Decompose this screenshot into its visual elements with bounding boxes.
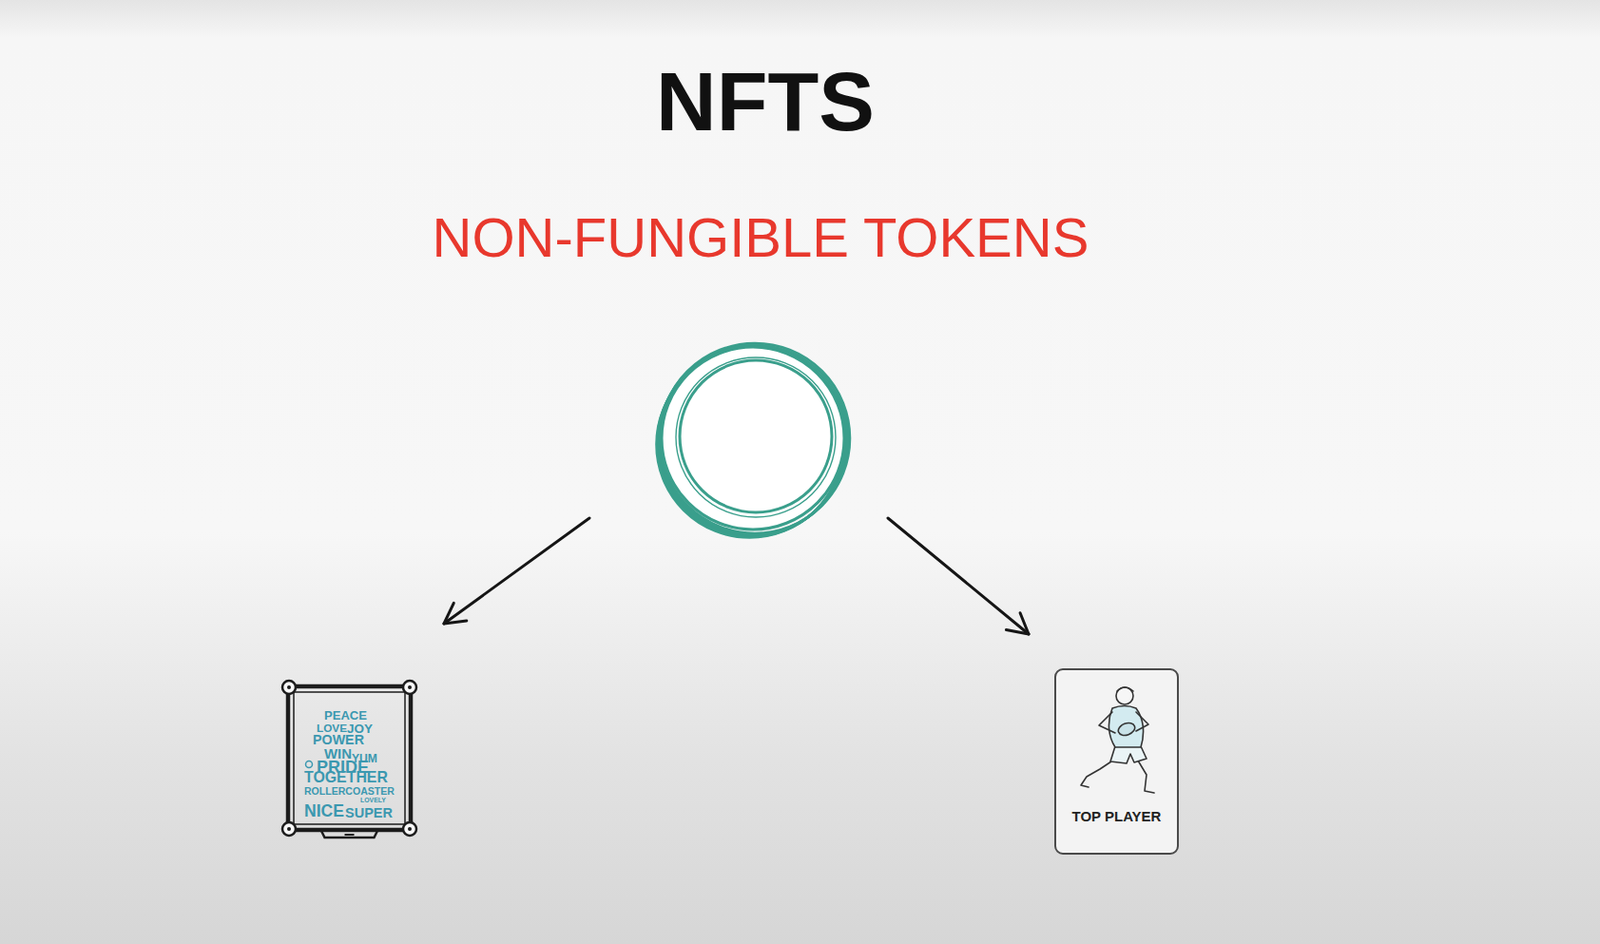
player-leg [1080, 761, 1112, 788]
frame-stand [321, 829, 379, 838]
frame-border [288, 686, 411, 830]
frame-corner-dot [407, 827, 412, 831]
frame-corner [282, 680, 296, 694]
subtitle-label: NON-FUNGIBLE TOKENS [432, 210, 1090, 266]
player-figure [1080, 687, 1155, 793]
player-leg [1137, 760, 1155, 793]
frame-stand [345, 833, 355, 836]
artwork-word: SUPER [345, 806, 393, 821]
arrow-line [443, 518, 590, 624]
player-ball [1116, 720, 1137, 737]
card-caption: TOP PLAYER [1072, 809, 1162, 826]
coin-inner-ring [675, 357, 836, 518]
player-figure [1056, 670, 1181, 804]
player-arm [1098, 712, 1116, 733]
player-shorts [1110, 746, 1147, 764]
frame-corner-dot [287, 685, 291, 690]
frame-corner-dot [287, 827, 291, 831]
arrow-line [887, 518, 1029, 635]
arrow-group [443, 518, 1029, 635]
coin-icon [656, 343, 851, 539]
frame-inner-border [293, 692, 405, 825]
player-shirt [1108, 706, 1143, 749]
player-card: TOP PLAYER [1054, 668, 1179, 855]
artwork-word: ROLLERCOASTER [304, 786, 395, 797]
frame-corner [403, 822, 417, 836]
page-title: NFTS [655, 59, 875, 144]
player-arm [1136, 712, 1149, 732]
frame-corner [403, 680, 417, 694]
frame-corner-dot [407, 685, 412, 690]
player-hair [1117, 687, 1134, 692]
artwork-word: PEACE [324, 709, 367, 722]
coin-face [661, 346, 845, 530]
artwork-word: POWER [312, 732, 365, 747]
arrow-head [443, 602, 467, 624]
artwork-word: NICE [304, 803, 345, 821]
player-head [1116, 687, 1134, 705]
frame-corner [282, 822, 296, 836]
artwork-dot [306, 761, 313, 769]
artwork-word: TOGETHER [304, 770, 388, 786]
arrow-head [1005, 613, 1029, 635]
artwork-word: LOVELY [360, 797, 386, 805]
coin-inner-ring [679, 360, 832, 513]
artwork-frame: PEACELOVEJOYPOWERWINYUMPRIDETOGETHERROLL… [280, 678, 419, 846]
artwork-word: LOVE [316, 722, 347, 734]
